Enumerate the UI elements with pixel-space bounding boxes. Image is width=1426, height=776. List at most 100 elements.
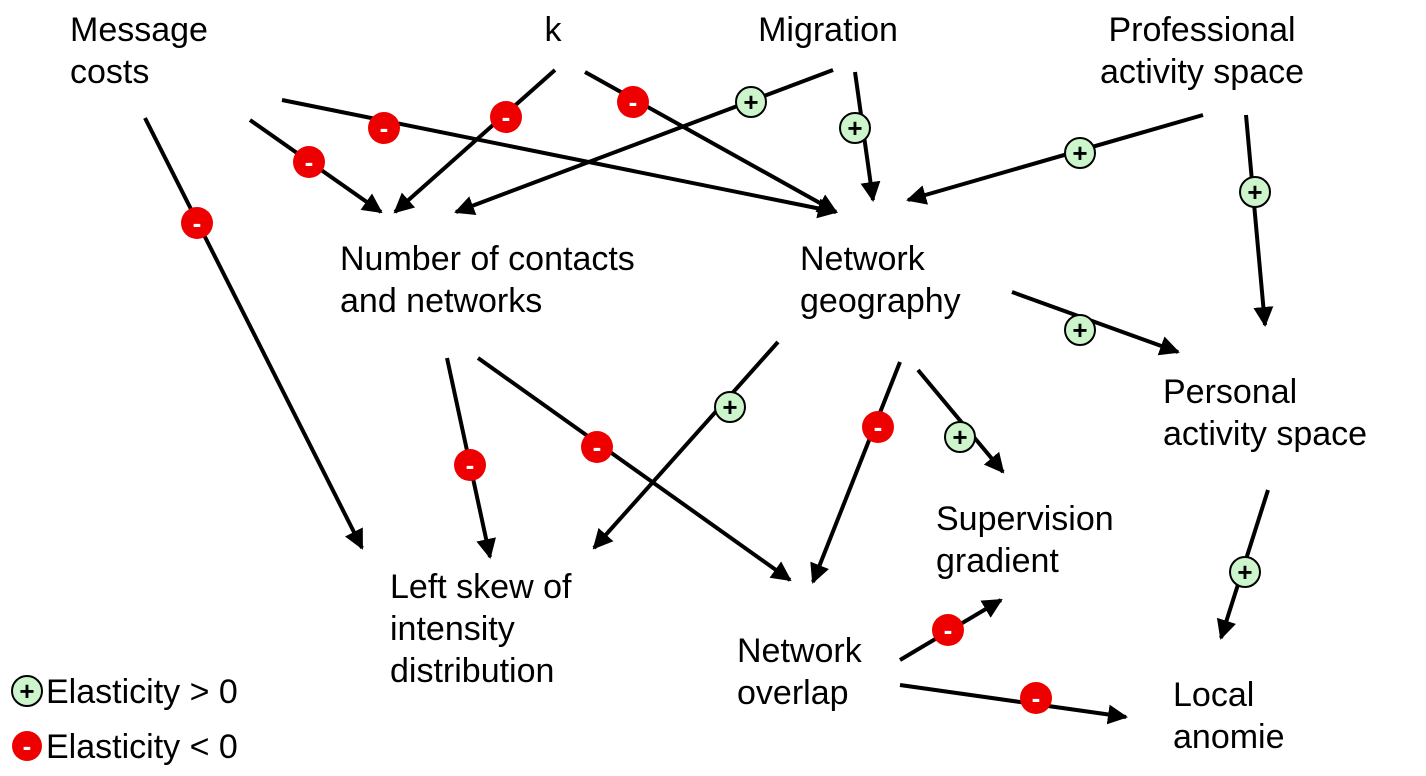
negative-sign-icon (617, 86, 649, 118)
positive-sign-icon (11, 675, 43, 707)
node-label-line: activity space (1163, 415, 1367, 453)
sign-symbol: + (1247, 177, 1262, 207)
edge-k-to-number-of-contacts-arrow (393, 68, 557, 214)
sign-symbol: - (1032, 683, 1041, 713)
positive-sign-icon (839, 112, 871, 144)
sign-symbol: + (722, 392, 737, 422)
sign-symbol: - (874, 412, 883, 442)
edge-migration-to-number-of-contacts-arrow (454, 68, 834, 216)
node-label-line: and networks (340, 282, 542, 320)
node-label-line: distribution (390, 652, 554, 690)
legend: + Elasticity > 0 - Elasticity < 0 (11, 673, 238, 766)
positive-sign-icon (1239, 176, 1271, 208)
sign-symbol: - (305, 147, 314, 177)
edge-network-geography-to-network-overlap-sign: - (862, 411, 894, 443)
sign-symbol: + (1237, 557, 1252, 587)
sign-symbol: - (629, 87, 638, 117)
negative-sign-icon (932, 614, 964, 646)
node-local-anomie: Local anomie (1173, 676, 1285, 756)
node-k: k (545, 11, 563, 49)
node-migration: Migration (758, 11, 898, 49)
node-number-of-contacts: Number of contacts and networks (340, 240, 635, 320)
edge-network-geography-to-network-overlap-arrow (810, 361, 902, 584)
node-network-overlap: Network overlap (737, 632, 863, 712)
edge-message-costs-to-left-skew-arrow (143, 117, 364, 550)
node-label-line: Professional (1108, 11, 1295, 49)
node-label-line: Network (800, 240, 926, 278)
node-label-line: Message (70, 11, 208, 49)
edge-network-geography-to-personal-activity-space-sign: + (1064, 314, 1096, 346)
sign-symbol: + (847, 113, 862, 143)
node-label-line: intensity (390, 610, 515, 648)
edge-personal-activity-space-to-local-anomie-sign: + (1229, 556, 1261, 588)
negative-sign-icon (368, 112, 400, 144)
node-network-geography: Network geography (800, 240, 961, 320)
node-message-costs: Message costs (70, 11, 208, 91)
edge-message-costs-to-network-geography-sign: - (368, 112, 400, 144)
node-label-line: Supervision (936, 500, 1114, 538)
negative-sign-icon (1020, 682, 1052, 714)
edge-migration-to-network-geography-sign: + (839, 112, 871, 144)
node-professional-activity-space: Professional activity space (1100, 11, 1304, 91)
edge-network-overlap-to-local-anomie-arrow (899, 683, 1128, 725)
node-label-line: costs (70, 53, 149, 91)
legend-negative-symbol: - (23, 731, 32, 761)
node-label-line: Left skew of (390, 568, 572, 606)
sign-symbol: + (1072, 315, 1087, 345)
legend-negative-label: Elasticity < 0 (46, 728, 238, 766)
negative-sign-icon (181, 207, 213, 239)
negative-sign-icon (581, 431, 613, 463)
negative-sign-icon (454, 449, 486, 481)
positive-sign-icon (714, 391, 746, 423)
negative-sign-icon (12, 731, 42, 761)
legend-positive-label: Elasticity > 0 (46, 673, 238, 711)
negative-sign-icon (490, 101, 522, 133)
edge-network-geography-to-supervision-gradient-sign: + (944, 421, 976, 453)
edge-number-of-contacts-to-network-overlap-sign: - (581, 431, 613, 463)
node-left-skew: Left skew of intensity distribution (390, 568, 572, 690)
edge-message-costs-to-number-of-contacts-sign: - (293, 146, 325, 178)
sign-symbol: + (1072, 138, 1087, 168)
positive-sign-icon (1064, 137, 1096, 169)
edge-network-geography-to-personal-activity-space-arrow (1011, 290, 1180, 356)
positive-sign-icon (1064, 314, 1096, 346)
edge-number-of-contacts-to-left-skew-sign: - (454, 449, 486, 481)
node-label-line: Network (737, 632, 863, 670)
negative-sign-icon (862, 411, 894, 443)
nodes: Message costs k Migration Professional activi… (70, 11, 1367, 756)
node-label-line: gradient (936, 542, 1059, 580)
edge-network-overlap-to-supervision-gradient-sign: - (932, 614, 964, 646)
edge-professional-activity-space-to-personal-activity-space-arrow (1244, 114, 1274, 327)
edge-signs: - - - - - + + + + + - - + - + - - + (181, 86, 1271, 714)
sign-symbol: + (743, 87, 758, 117)
sign-symbol: - (380, 113, 389, 143)
edge-professional-activity-space-to-personal-activity-space-sign: + (1239, 176, 1271, 208)
legend-positive-symbol: + (19, 676, 34, 706)
positive-sign-icon (1229, 556, 1261, 588)
edge-professional-activity-space-to-network-geography-arrow (906, 113, 1204, 205)
edge-migration-to-number-of-contacts-sign: + (735, 86, 767, 118)
node-label-line: overlap (737, 674, 849, 712)
sign-symbol: - (193, 208, 202, 238)
node-label-line: anomie (1173, 718, 1285, 756)
legend-positive: + Elasticity > 0 (11, 673, 238, 711)
node-label-line: Number of contacts (340, 240, 635, 278)
edge-network-geography-to-left-skew-arrow (592, 340, 780, 550)
sign-symbol: - (466, 450, 475, 480)
node-label-line: Local (1173, 676, 1254, 714)
edge-network-geography-to-left-skew-sign: + (714, 391, 746, 423)
positive-sign-icon (944, 421, 976, 453)
sign-symbol: + (952, 422, 967, 452)
node-label-line: activity space (1100, 53, 1304, 91)
edge-number-of-contacts-to-network-overlap-arrow (476, 356, 792, 582)
sign-symbol: - (944, 615, 953, 645)
edge-network-overlap-to-local-anomie-sign: - (1020, 682, 1052, 714)
edge-k-to-number-of-contacts-sign: - (490, 101, 522, 133)
node-label-line: k (545, 11, 563, 49)
node-label-line: geography (800, 282, 961, 320)
edge-network-geography-to-supervision-gradient-arrow (916, 368, 1005, 474)
sign-symbol: - (593, 432, 602, 462)
sign-symbol: - (502, 102, 511, 132)
